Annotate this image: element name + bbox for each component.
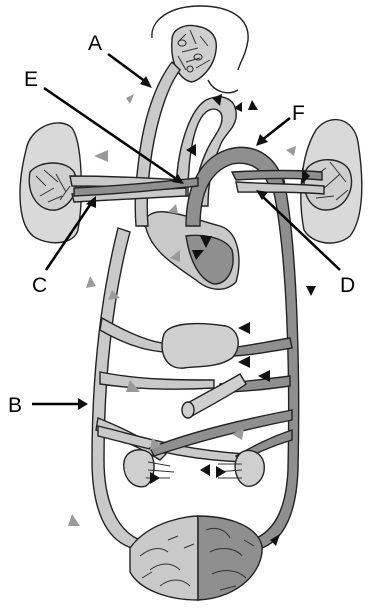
label-a: A (88, 32, 102, 55)
right-lung (301, 120, 362, 244)
label-e: E (24, 68, 38, 91)
label-b: B (8, 394, 22, 417)
lower-capillary-bed (130, 516, 262, 600)
liver (162, 324, 238, 369)
label-f: F (292, 102, 305, 125)
label-d: D (340, 274, 355, 297)
label-c: C (32, 274, 47, 297)
